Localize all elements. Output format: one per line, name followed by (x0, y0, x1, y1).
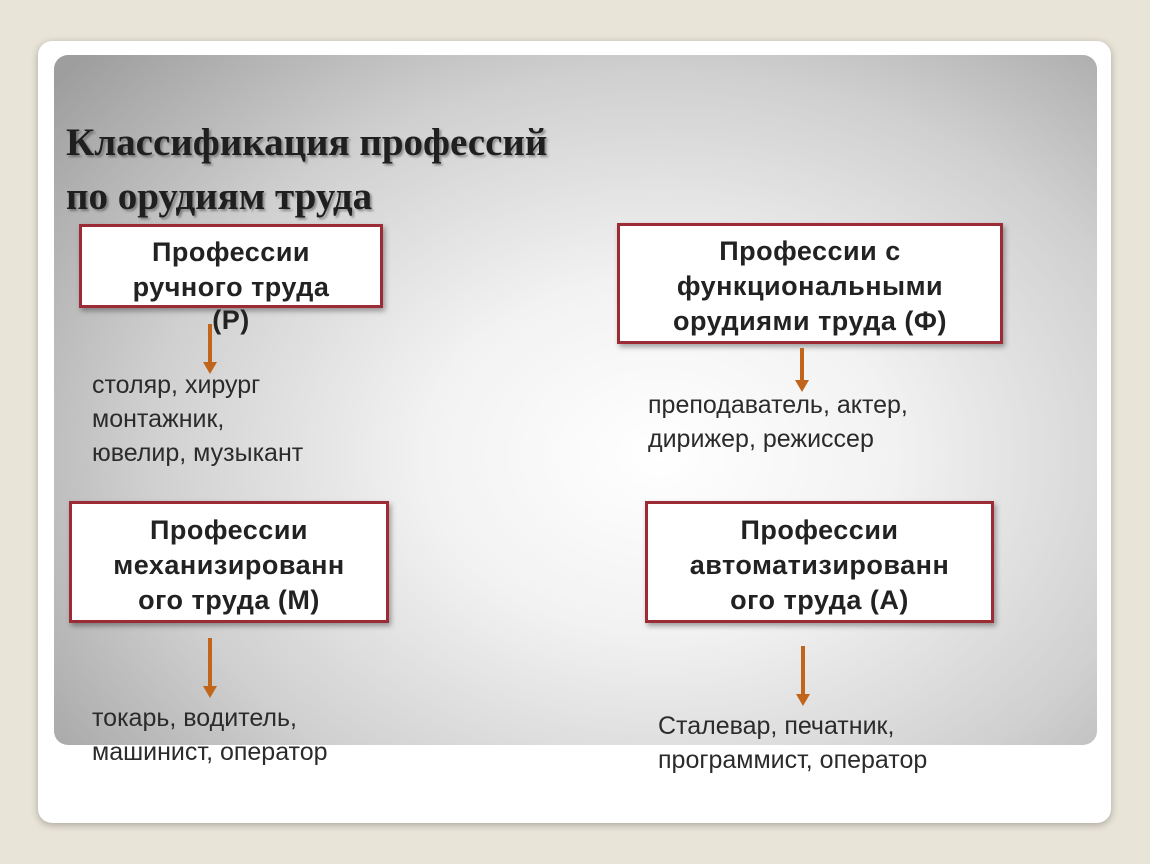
arrow-down-icon (202, 324, 218, 374)
box-line: Профессии (740, 515, 899, 545)
example-line: программист, оператор (658, 746, 928, 774)
title-line-1: Классификация профессий (66, 121, 548, 164)
examples-functional: преподаватель, актер, дирижер, режиссер (648, 388, 908, 456)
box-line: механизированн (113, 550, 345, 580)
box-line: ого труда (М) (138, 585, 320, 615)
arrow-down-icon (795, 646, 811, 706)
example-line: токарь, водитель, (92, 704, 297, 732)
example-line: столяр, хирург (92, 371, 261, 399)
category-box-functional: Профессии с функциональными орудиями тру… (617, 223, 1003, 344)
example-line: преподаватель, актер, (648, 391, 908, 419)
arrow-down-icon (202, 638, 218, 698)
examples-automated: Сталевар, печатник, программист, операто… (658, 709, 927, 777)
example-line: ювелир, музыкант (92, 439, 304, 467)
box-line: ого труда (А) (730, 585, 909, 615)
title-line-2: по орудиям труда (66, 175, 373, 218)
arrow-down-icon (794, 348, 810, 392)
box-line: автоматизированн (689, 550, 950, 580)
box-line: ручного труда (132, 272, 330, 302)
box-line: Профессии (151, 237, 311, 267)
box-line: функциональными (676, 271, 944, 301)
example-line: монтажник, (92, 405, 225, 433)
example-line: машинист, оператор (92, 738, 328, 766)
box-line: (Р) (212, 305, 250, 335)
category-box-automated: Профессии автоматизированн ого труда (А) (645, 501, 994, 623)
example-line: дирижер, режиссер (648, 425, 874, 453)
examples-manual: столяр, хирург монтажник, ювелир, музыка… (92, 368, 303, 470)
examples-mechanized: токарь, водитель, машинист, оператор (92, 701, 328, 769)
box-line: Профессии (149, 515, 309, 545)
slide-title: Классификация профессий по орудиям труда (66, 116, 547, 224)
slide-panel (54, 55, 1097, 745)
box-line: орудиями труда (Ф) (673, 306, 947, 336)
box-line: Профессии с (719, 236, 901, 266)
category-box-manual: Профессии ручного труда (Р) (79, 224, 383, 335)
example-line: Сталевар, печатник, (658, 712, 895, 740)
category-box-mechanized: Профессии механизированн ого труда (М) (69, 501, 389, 623)
